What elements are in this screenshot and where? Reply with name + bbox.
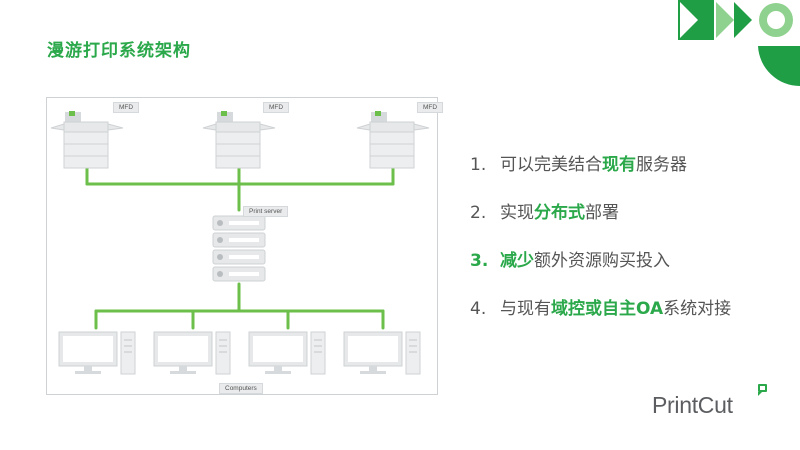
feature-number: 4. [470,299,487,319]
feature-text: 与现有 [500,299,551,319]
feature-text: 服务器 [636,155,687,175]
feature-number: 2. [470,203,487,223]
feature-item: 1. 可以完美结合现有服务器 [470,150,790,198]
feature-highlight: 分布式 [534,203,585,223]
feature-text: 可以完美结合 [500,155,602,175]
print-server-label: Print server [243,206,289,217]
feature-highlight: 域控或自主OA [551,299,664,319]
feature-text: 额外资源购买投入 [534,251,670,271]
feature-item: 2. 实现分布式部署 [470,198,790,246]
feature-number: 1. [470,155,487,175]
computer-icon [343,331,421,375]
computers-label: Computers [219,383,263,394]
feature-text: 系统对接 [663,299,732,319]
slide-title: 漫游打印系统架构 [47,41,191,61]
feature-list: 1. 可以完美结合现有服务器 2. 实现分布式部署 3. 减少额外资源购买投入 4. 与… [470,150,790,342]
computer-icon [58,331,136,375]
mfd-label: MFD [113,102,140,113]
feature-text: 实现 [500,203,534,223]
brand-decoration-icon [678,0,800,86]
brand-leaf-icon [758,384,767,396]
computer-icon [248,331,326,375]
mfd-label: MFD [417,102,444,113]
print-server-icon [212,215,266,282]
mfd-printer-icon [50,111,124,169]
computer-icon [153,331,231,375]
brand-logo-text: PrintCut [652,392,733,418]
architecture-diagram: MFD MFD MFD Print server Computers [46,97,444,395]
feature-item: 4. 与现有域控或自主OA系统对接 [470,294,790,342]
feature-number: 3. [470,251,489,271]
feature-highlight: 现有 [602,155,636,175]
mfd-label: MFD [263,102,290,113]
mfd-printer-icon [202,111,276,169]
feature-item: 3. 减少额外资源购买投入 [470,246,790,294]
mfd-printer-icon [356,111,430,169]
feature-text: 部署 [585,203,619,223]
feature-highlight: 减少 [500,251,534,271]
